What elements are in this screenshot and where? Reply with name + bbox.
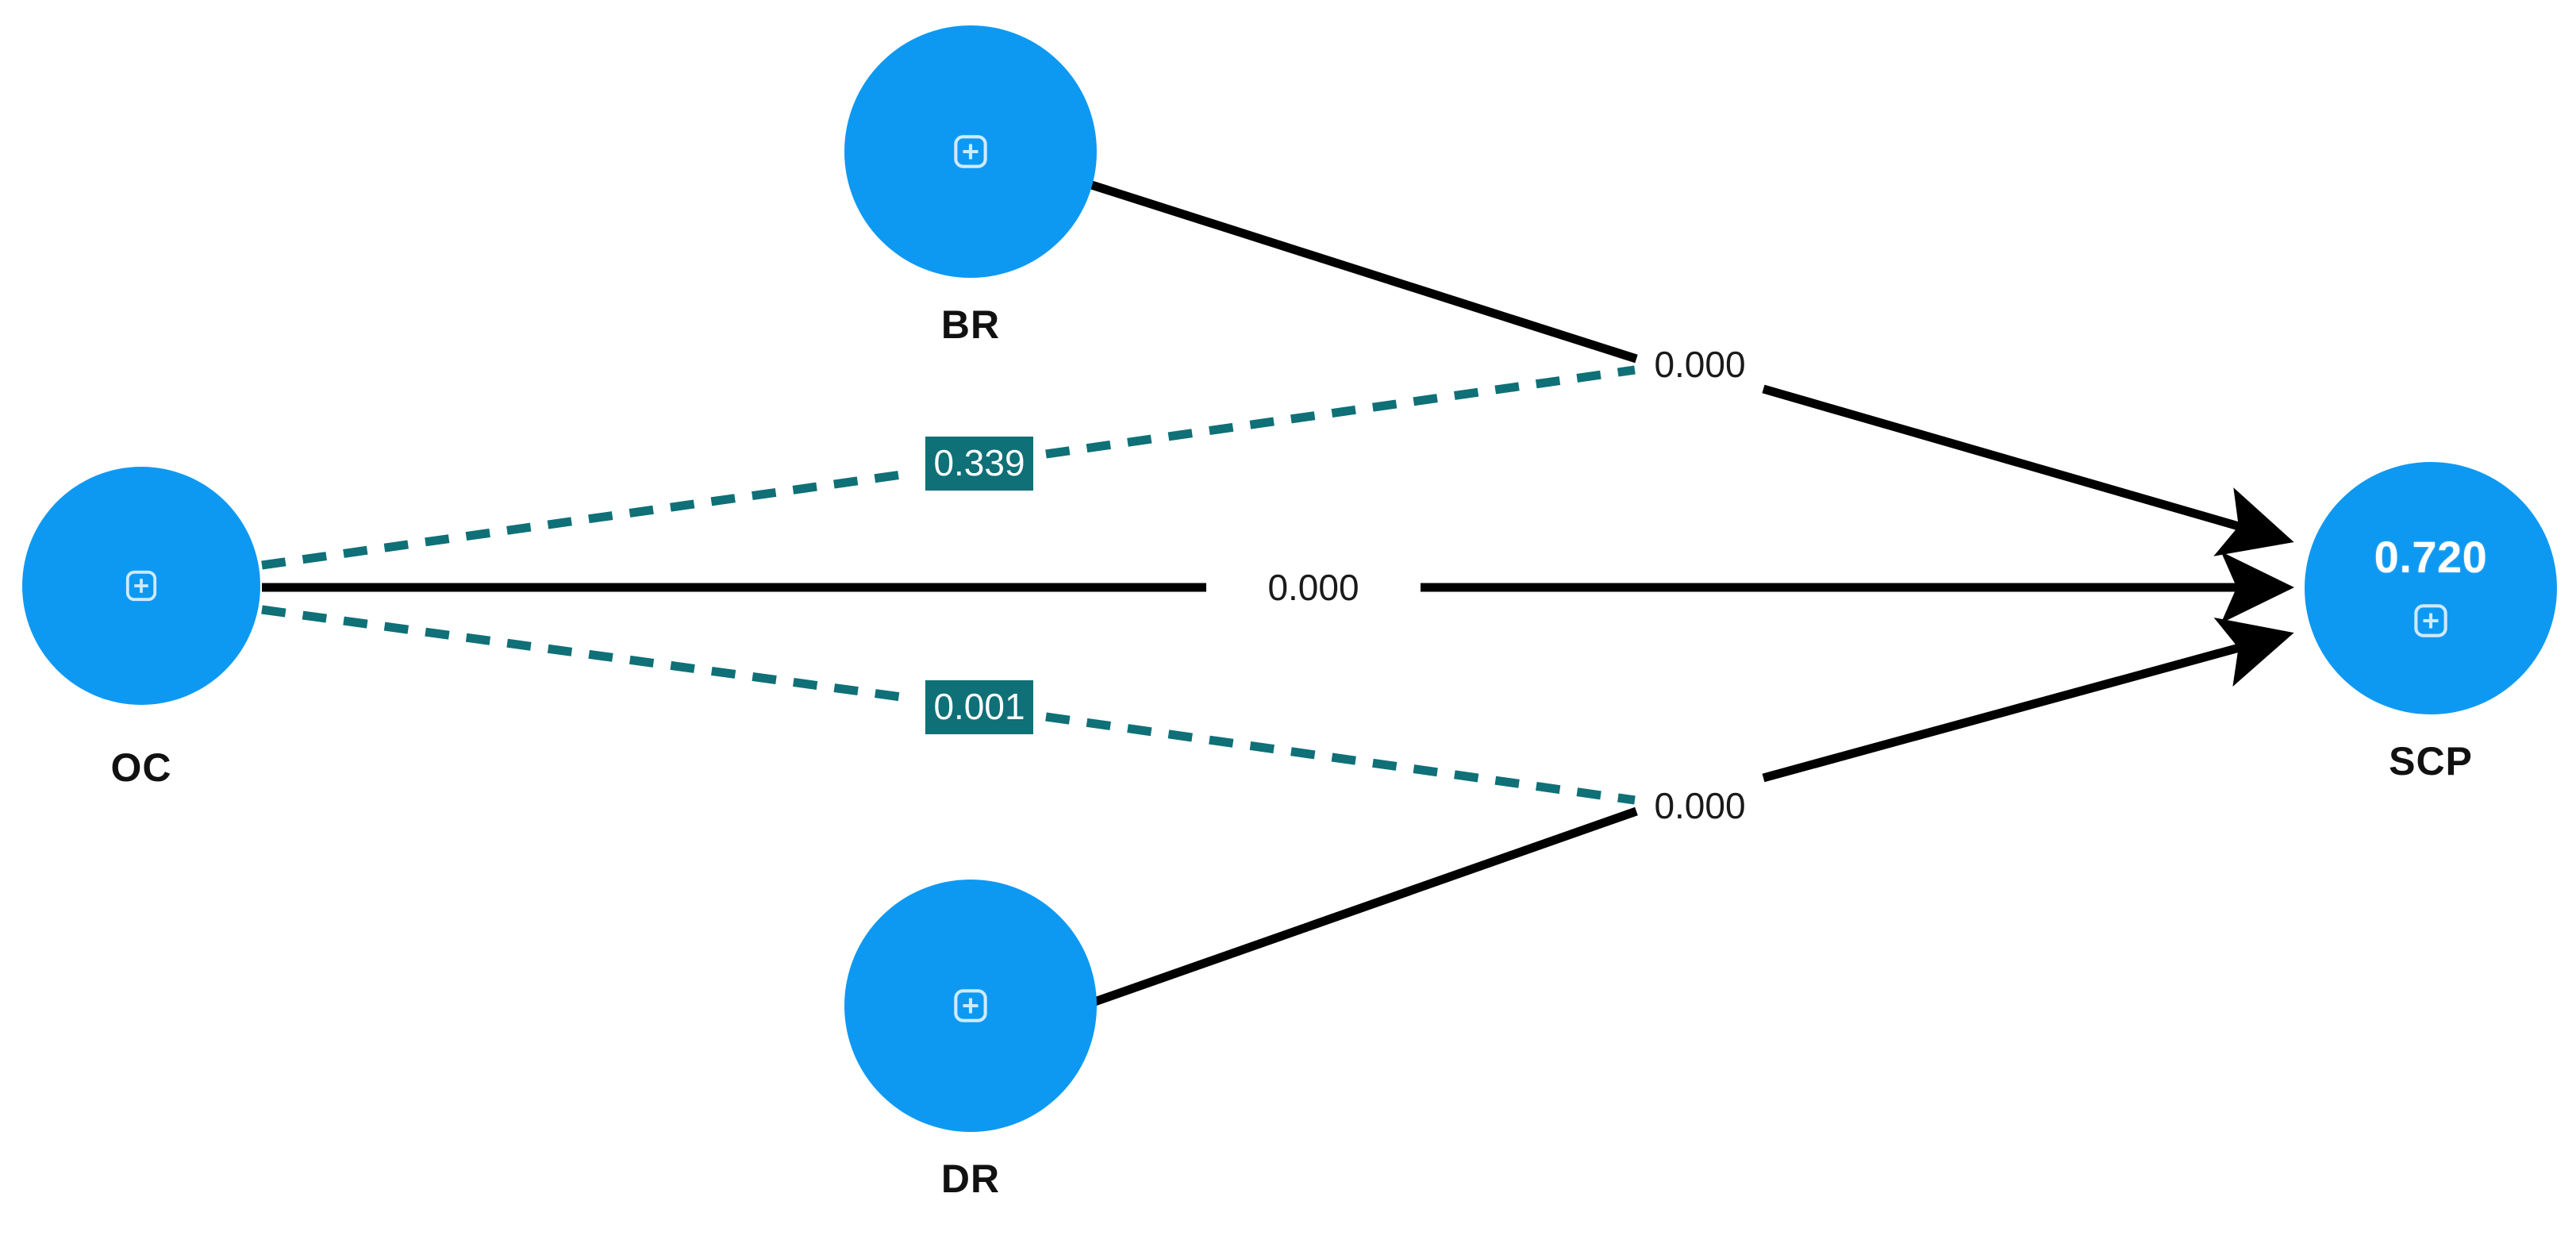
- edge-oc-to-dr-indirect-right: [1045, 712, 1636, 805]
- edge-oc-to-dr-indirect-left: [261, 605, 913, 703]
- plus-square-icon: [954, 135, 987, 168]
- edge-label-oc-br: 0.339: [925, 437, 1033, 491]
- edge-pvalue-to-scp-bottom: [1762, 617, 2294, 783]
- plus-square-icon: [954, 989, 987, 1022]
- edge-label-br-scp: 0.000: [1649, 343, 1751, 386]
- edge-oc-to-br-indirect-right: [1045, 365, 1636, 459]
- edge-label-dr-scp: 0.000: [1649, 784, 1751, 827]
- edge-label-oc-scp: 0.000: [1263, 566, 1364, 609]
- edge-label-oc-dr: 0.001: [925, 680, 1033, 734]
- node-label-scp: SCP: [2389, 739, 2473, 783]
- construct-node-br[interactable]: [844, 25, 1097, 278]
- construct-node-scp[interactable]: 0.720: [2305, 462, 2557, 714]
- node-label-br: BR: [940, 302, 1001, 347]
- plus-square-icon: [2414, 604, 2447, 637]
- edge-pvalue-to-scp-top: [1762, 384, 2294, 556]
- node-scp-r-square: 0.720: [2374, 532, 2488, 582]
- construct-node-oc[interactable]: [22, 467, 260, 705]
- edge-oc-to-br-indirect-left: [261, 468, 913, 570]
- edge-dr-to-pvalue: [1084, 806, 1638, 1010]
- construct-node-dr[interactable]: [844, 880, 1097, 1132]
- plus-square-icon: [125, 570, 157, 602]
- edge-br-to-pvalue: [1082, 178, 1638, 364]
- node-label-oc: OC: [110, 745, 172, 790]
- node-label-dr: DR: [940, 1157, 1001, 1201]
